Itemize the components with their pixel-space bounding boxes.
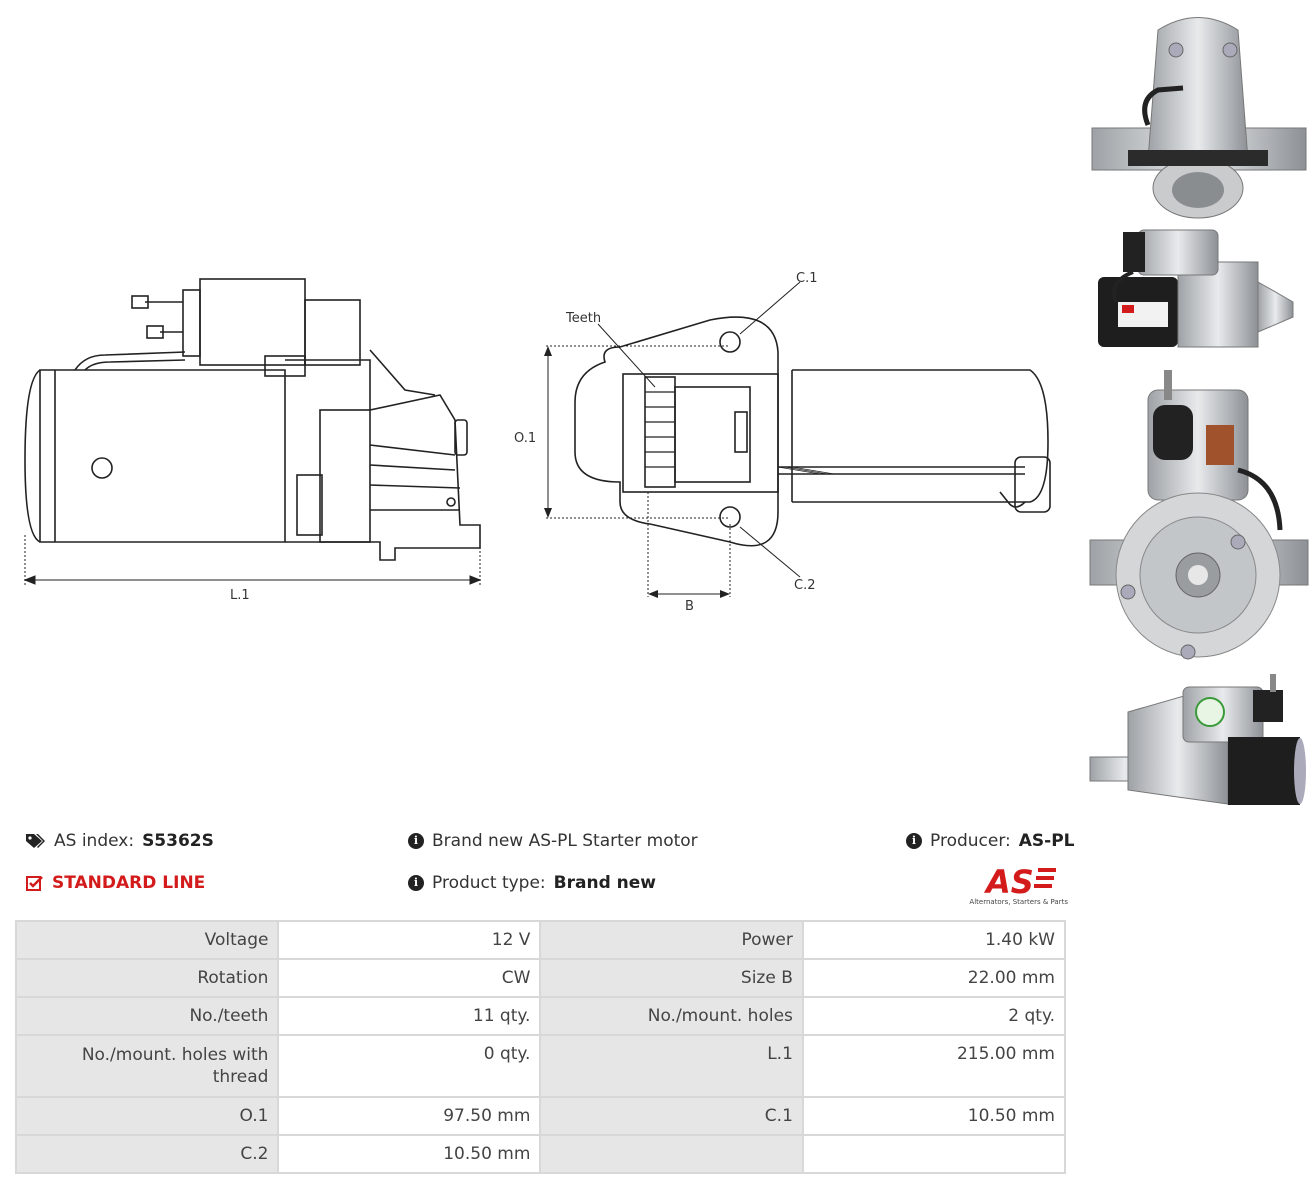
spec-label: O.1	[14, 1096, 280, 1136]
product-type-value: Brand new	[553, 873, 656, 893]
spec-value: 0 qty.	[277, 1034, 542, 1098]
producer-value: AS-PL	[1018, 831, 1075, 851]
front-view-drawing: C.1 Teeth O.1 C.2 B	[514, 271, 1051, 614]
logo-mark: AS	[983, 863, 1056, 898]
spec-value	[801, 1134, 1067, 1174]
spec-label: No./mount. holes with thread	[14, 1034, 280, 1098]
product-type-label: Product type:	[432, 873, 546, 893]
spec-value: 22.00 mm	[801, 958, 1067, 998]
as-index-value: S5362S	[142, 831, 214, 851]
product-photo-top	[1088, 10, 1310, 220]
spec-label: No./teeth	[14, 996, 280, 1036]
description-row: i Brand new AS-PL Starter motor	[408, 831, 698, 851]
spec-value: 10.50 mm	[277, 1134, 542, 1174]
logo-tagline: Alternators, Starters & Parts	[969, 898, 1068, 906]
as-pl-logo: AS Alternators, Starters & Parts	[964, 862, 1068, 906]
dimension-label-c1: C.1	[796, 271, 817, 286]
product-photo-front	[1088, 370, 1310, 665]
dimension-label-c2: C.2	[794, 578, 815, 593]
producer-row: i Producer: AS-PL	[906, 831, 1075, 851]
dimension-label-b: B	[685, 599, 694, 614]
spec-value: 1.40 kW	[801, 920, 1067, 960]
description-text: Brand new AS-PL Starter motor	[432, 831, 698, 851]
product-line-label: STANDARD LINE	[52, 873, 206, 893]
spec-value: 97.50 mm	[277, 1096, 542, 1136]
dimension-label-o1: O.1	[514, 431, 536, 446]
spec-value: 2 qty.	[801, 996, 1067, 1036]
product-photo-rear	[1088, 672, 1310, 812]
dimension-label-l1: L.1	[230, 588, 250, 603]
spec-value: 12 V	[277, 920, 542, 960]
spec-value: 10.50 mm	[801, 1096, 1067, 1136]
producer-label: Producer:	[930, 831, 1011, 851]
product-line-row: STANDARD LINE	[26, 873, 205, 893]
spec-value: 11 qty.	[277, 996, 542, 1036]
spec-label: C.1	[539, 1096, 804, 1136]
spec-label: Power	[539, 920, 804, 960]
info-icon: i	[408, 833, 424, 849]
spec-label: No./mount. holes	[539, 996, 804, 1036]
info-icon: i	[906, 833, 922, 849]
dimension-label-teeth: Teeth	[565, 311, 601, 326]
spec-label	[539, 1134, 804, 1174]
spec-value: CW	[277, 958, 542, 998]
checkbox-icon	[26, 876, 43, 891]
spec-label: C.2	[14, 1134, 280, 1174]
logo-text: AS	[983, 863, 1034, 898]
as-index-row: AS index: S5362S	[26, 831, 214, 851]
spec-label: L.1	[539, 1034, 804, 1098]
side-view-drawing: L.1	[23, 278, 482, 603]
info-icon: i	[408, 875, 424, 891]
spec-value: 215.00 mm	[801, 1034, 1067, 1098]
product-type-row: i Product type: Brand new	[408, 873, 656, 893]
product-photo-side	[1088, 222, 1310, 352]
spec-label: Rotation	[14, 958, 280, 998]
tags-icon	[26, 834, 45, 848]
spec-label: Size B	[539, 958, 804, 998]
as-index-label: AS index:	[54, 831, 135, 851]
spec-label: Voltage	[14, 920, 280, 960]
